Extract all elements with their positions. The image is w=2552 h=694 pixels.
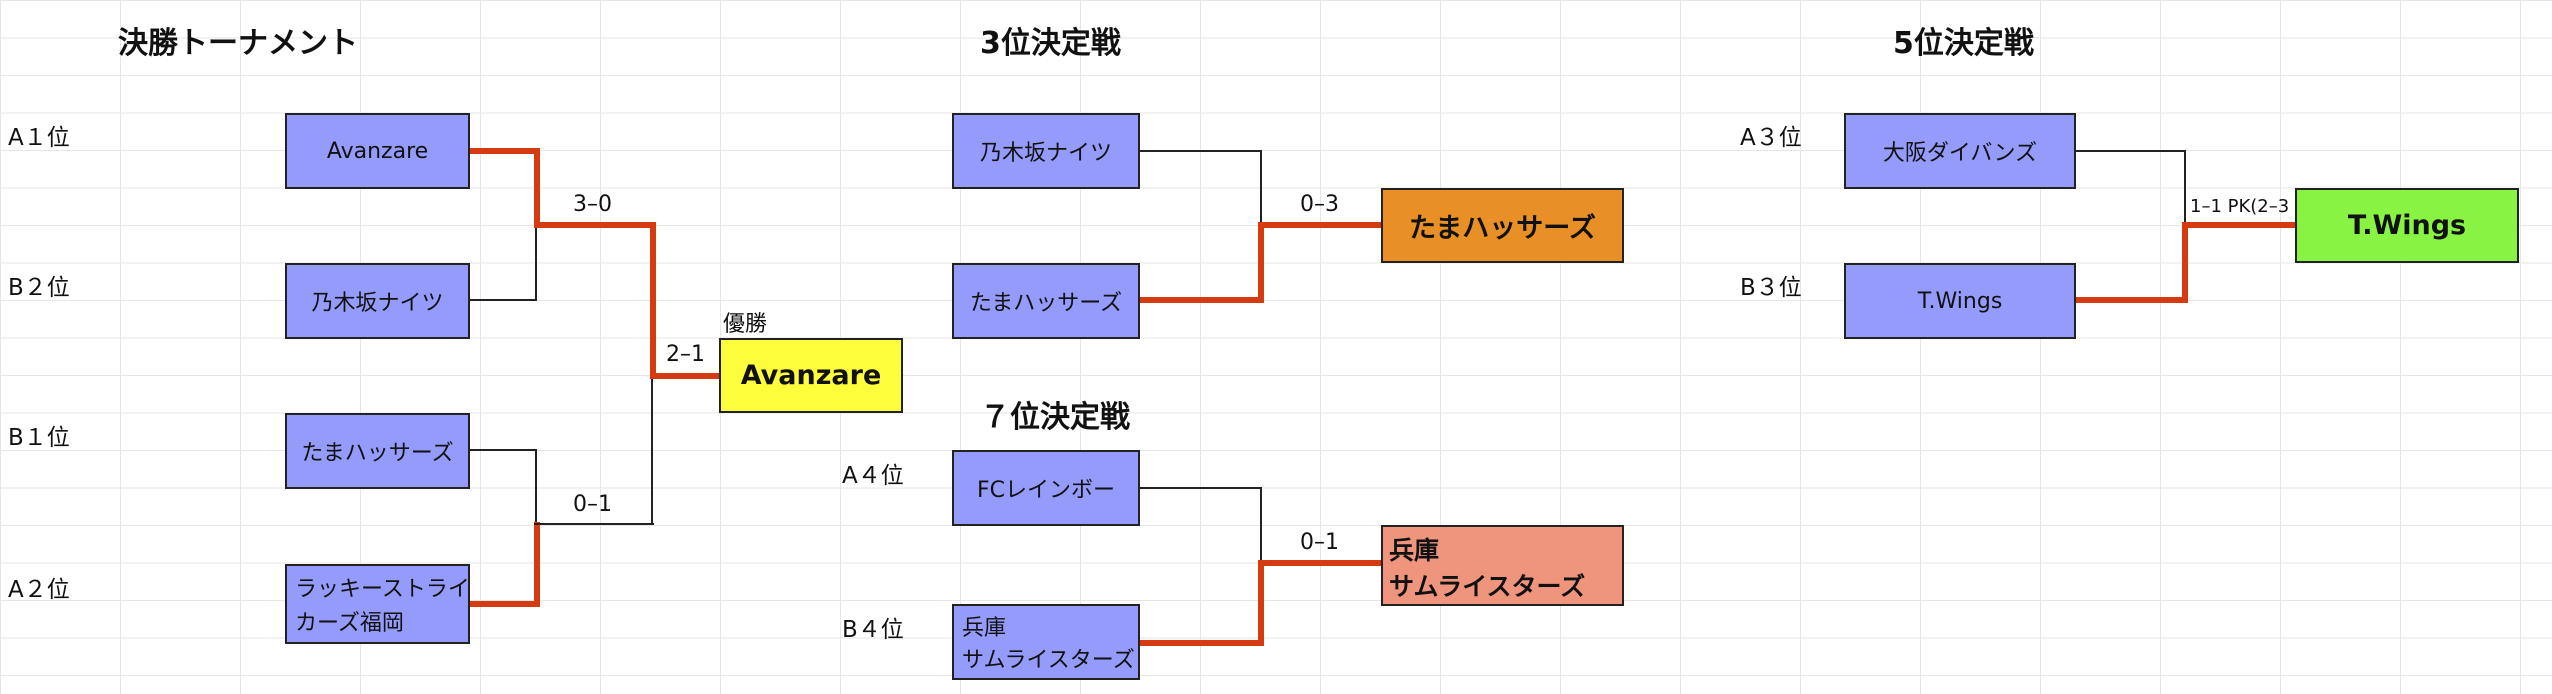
seventh-team-2: 兵庫 サムライスターズ [952,604,1140,680]
semi2-win-line-h [470,601,537,607]
third-lose-line-v [1260,150,1262,226]
semi1-lose-line-h [470,299,537,301]
seed-label-b3: B３位 [1740,275,1802,301]
final-tournament-title: 決勝トーナメント [118,26,358,61]
third-team-1: 乃木坂ナイツ [952,113,1140,189]
seed-label-a3: A３位 [1740,125,1802,151]
seventh-score: 0–1 [1300,530,1339,555]
final-team-2: 乃木坂ナイツ [285,263,470,339]
seventh-team-1: FCレインボー [952,450,1140,526]
third-place-title: 3位決定戦 [980,26,1121,61]
seventh-lose-line-v [1260,487,1262,563]
fifth-winner-box: T.Wings [2295,188,2519,263]
seed-label-b2: B２位 [8,275,70,301]
final-score: 2–1 [666,342,705,367]
third-score: 0–3 [1300,192,1339,217]
fifth-score: 1–1 PK(2–3 [2190,196,2290,217]
semi2-win-line-v [534,522,540,607]
seventh-team-2-line2: サムライスターズ [962,648,1135,673]
seed-label-b4: B４位 [842,617,904,643]
third-win-line-v [1258,222,1264,303]
third-team-2: たまハッサーズ [952,263,1140,339]
final-team-3: たまハッサーズ [285,413,470,489]
semi1-lose-line-v [535,225,537,301]
semi1-win-line-v [534,148,540,228]
seed-label-a1: A１位 [8,125,70,151]
semi2-lose-line-v [535,449,537,525]
final-team-4-line1: ラッキーストライ [295,577,470,602]
final-team-1: Avanzare [285,113,470,189]
fifth-lose-line-h [2076,150,2186,152]
third-winner-box: たまハッサーズ [1381,188,1624,263]
seventh-winner-line1: 兵庫 [1389,536,1440,565]
seed-label-a2: A２位 [8,577,70,603]
seventh-winner-box: 兵庫 サムライスターズ [1381,525,1624,606]
seventh-lose-line-h [1140,487,1262,489]
fifth-win-line-v [2182,222,2188,303]
seventh-to-winner-line [1258,560,1382,566]
semi1-to-final-line [534,222,654,228]
fifth-to-winner-line [2182,222,2296,228]
final-lose-line-v [651,378,653,525]
third-lose-line-h [1140,150,1262,152]
champion-label: 優勝 [723,312,768,337]
semi2-score: 0–1 [573,492,612,517]
seventh-team-2-line1: 兵庫 [962,616,1007,641]
final-win-line-h [650,373,720,379]
seed-label-b1: B１位 [8,425,70,451]
final-team-4-line2: カーズ福岡 [295,611,404,636]
semi1-win-line-h [470,148,537,154]
semi2-lose-line-h [470,449,537,451]
seventh-winner-line2: サムライスターズ [1389,572,1586,601]
fifth-place-title: 5位決定戦 [1893,26,2034,61]
third-to-winner-line [1258,222,1382,228]
fifth-team-1: 大阪ダイバンズ [1844,113,2076,189]
final-team-4: ラッキーストライ カーズ福岡 [285,564,470,644]
semi1-score: 3–0 [573,192,612,217]
fifth-team-2: T.Wings [1844,263,2076,339]
fifth-win-line-h [2076,297,2186,303]
final-win-line-v [650,222,656,379]
seed-label-a4: A４位 [842,463,904,489]
seventh-place-title: ７位決定戦 [980,400,1130,435]
seventh-win-line-v [1258,560,1264,646]
champion-box: Avanzare [719,338,903,413]
semi2-to-final-line [534,523,654,525]
fifth-lose-line-v [2184,150,2186,226]
third-win-line-h [1140,297,1262,303]
seventh-win-line-h [1140,640,1262,646]
